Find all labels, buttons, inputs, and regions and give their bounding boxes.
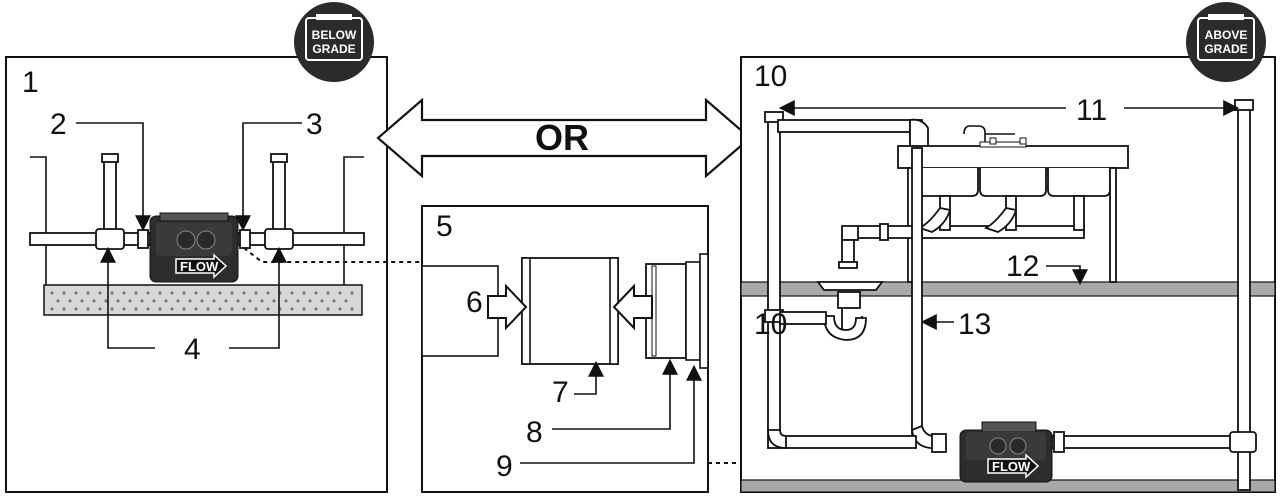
below-badge-line2: GRADE	[312, 42, 355, 56]
flow-arrow-icon	[987, 453, 1040, 479]
callout-5: 5	[436, 210, 453, 243]
below-grade-badge: BELOW GRADE	[294, 2, 374, 82]
grease-interceptor-unit-above: FLOW	[959, 421, 1053, 483]
callout-11: 11	[1076, 94, 1107, 127]
flow-label-above: FLOW	[992, 459, 1031, 474]
callout-7: 7	[552, 376, 569, 409]
callout-6: 6	[466, 286, 483, 319]
callout-10: 10	[754, 60, 787, 93]
above-grade-frame	[740, 56, 1276, 493]
below-grade-panel: FLOW 1 2 3 4	[5, 56, 422, 493]
above-grade-panel: FLOW 10 10 11 12 13	[740, 56, 1276, 493]
flow-label-below: FLOW	[180, 259, 219, 274]
above-grade-badge: ABOVE GRADE	[1186, 2, 1266, 82]
coupling-detail-panel: 5 6 7 8 9	[421, 205, 709, 493]
push-left-arrow-icon	[612, 283, 653, 331]
callout-1: 1	[22, 66, 39, 99]
above-badge-line2: GRADE	[1204, 42, 1247, 56]
callout-13: 13	[958, 308, 991, 341]
callout-12: 12	[1006, 250, 1039, 283]
or-double-arrow: OR	[376, 97, 752, 179]
grease-interceptor-unit-below: FLOW	[149, 212, 239, 283]
push-right-arrow-icon	[487, 283, 528, 331]
callout-3: 3	[306, 108, 323, 141]
callout-2: 2	[50, 108, 67, 141]
or-label: OR	[535, 117, 589, 158]
callout-4: 4	[184, 333, 201, 366]
below-badge-line1: BELOW	[312, 28, 357, 42]
callout-10-lower: 10	[754, 308, 787, 341]
callout-8: 8	[526, 416, 543, 449]
above-badge-line1: ABOVE	[1205, 28, 1248, 42]
flow-arrow-icon	[175, 253, 228, 279]
coupling	[521, 257, 619, 365]
callout-9: 9	[496, 450, 513, 483]
